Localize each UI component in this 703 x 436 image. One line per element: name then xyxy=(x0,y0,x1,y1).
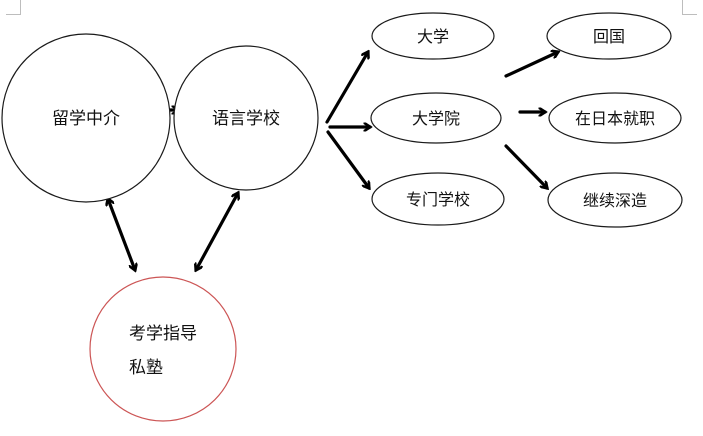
node-label-university: 大学 xyxy=(417,27,449,46)
node-shape-further-study xyxy=(547,172,683,228)
node-shape-cram-school xyxy=(89,276,237,422)
node-shape-vocational-school xyxy=(371,172,505,226)
node-shape-graduate-school xyxy=(370,92,502,144)
node-label-vocational-school: 专门学校 xyxy=(406,190,470,209)
node-shape-return-home xyxy=(546,12,672,60)
node-shape-university xyxy=(371,12,495,60)
arrow-graduate-school-to-return-home xyxy=(504,52,558,78)
arrow-language-school-to-university xyxy=(325,52,368,124)
edges-layer xyxy=(108,52,558,270)
node-university: 大学 xyxy=(371,12,495,60)
node-label-agency: 留学中介 xyxy=(52,109,120,129)
node-label-graduate-school: 大学院 xyxy=(412,109,460,128)
node-label-language-school: 语言学校 xyxy=(212,109,280,129)
node-language-school: 语言学校 xyxy=(173,45,319,191)
node-shape-agency xyxy=(1,33,171,203)
node-label-work-in-japan: 在日本就职 xyxy=(575,109,655,128)
page-corner-mark-left xyxy=(6,0,21,15)
arrow-language-school-to-vocational-school xyxy=(326,130,369,188)
node-return-home: 回国 xyxy=(546,12,672,60)
node-shape-language-school xyxy=(173,45,319,191)
arrow-language-school-to-cram-school xyxy=(196,193,238,270)
node-further-study: 继续深造 xyxy=(547,172,683,228)
node-work-in-japan: 在日本就职 xyxy=(548,92,682,144)
node-label-return-home: 回国 xyxy=(593,27,625,46)
node-label-cram-school-line-2: 私塾 xyxy=(129,357,163,378)
node-shape-work-in-japan xyxy=(548,92,682,144)
node-vocational-school: 专门学校 xyxy=(371,172,505,226)
arrow-graduate-school-to-further-study xyxy=(504,144,547,188)
page-corner-mark-right xyxy=(682,0,697,15)
node-graduate-school: 大学院 xyxy=(370,92,502,144)
node-label-cram-school-line-1: 考学指导 xyxy=(129,324,197,344)
node-agency: 留学中介 xyxy=(1,33,171,203)
node-label-further-study: 继续深造 xyxy=(583,191,647,210)
arrow-agency-to-cram-school xyxy=(108,199,135,270)
